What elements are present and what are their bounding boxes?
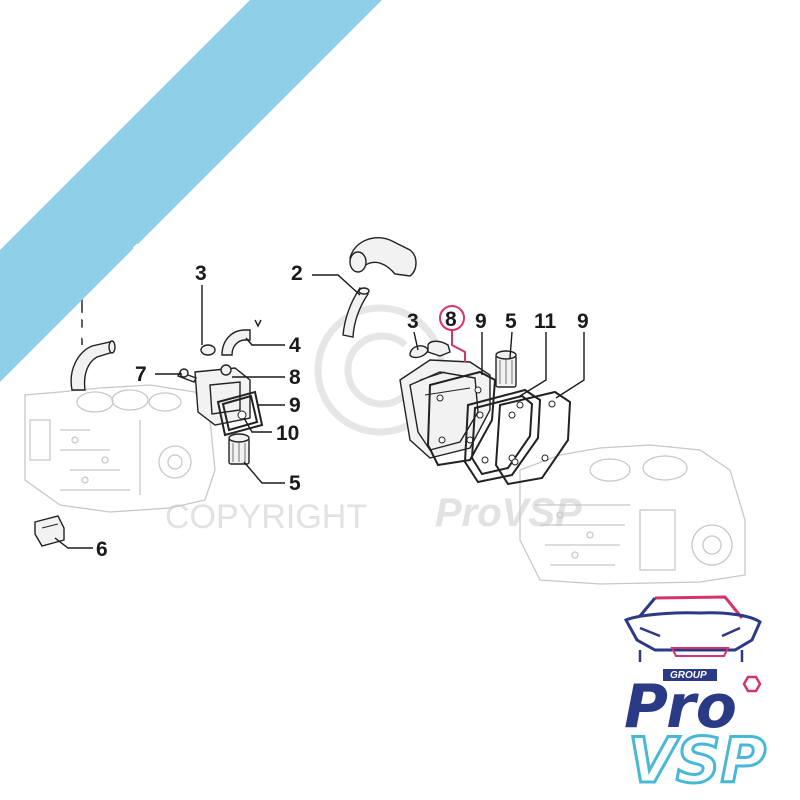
car-icon [623, 595, 762, 662]
filter-part-5-right [495, 350, 517, 388]
oil-separator-right [399, 359, 491, 459]
copyright-brand: ProVSP [435, 491, 582, 535]
hose-part-2 [342, 286, 370, 338]
gasket-part-9-right-b [494, 390, 572, 486]
intake-elbow-part [349, 237, 417, 277]
copyright-text: COPYRIGHT [165, 498, 367, 536]
breather-hose-part-4 [221, 319, 262, 356]
website-banner: pro-piece-vsp.com [0, 0, 382, 382]
callout-4: 4 [289, 334, 301, 357]
callout-9-right-a: 9 [475, 310, 487, 333]
copyright-watermark: COPYRIGHT ProVSP [165, 304, 582, 536]
clip-part-3-right [409, 345, 429, 359]
filter-part-5-left [228, 433, 250, 465]
callout-9-right-b: 9 [577, 310, 589, 333]
hose-part-8-right [427, 340, 451, 357]
hex-bolt-icon [742, 675, 762, 693]
gasket-part-9-left [216, 390, 264, 437]
clip-part-3-left [200, 344, 216, 356]
callout-8-right: 8 [445, 308, 457, 331]
callout-8-left: 8 [289, 366, 301, 389]
callout-5-left: 5 [289, 472, 301, 495]
callout-6: 6 [96, 538, 108, 561]
logo-group-label: GROUP [670, 670, 707, 681]
callout-9-left: 9 [289, 394, 301, 417]
provsp-logo: GROUP Pro VSP [623, 595, 768, 799]
callout-5-right: 5 [505, 310, 517, 333]
callout-2: 2 [291, 262, 303, 285]
bolt-part-7 [177, 368, 197, 383]
hose-part-1 [70, 340, 116, 391]
highlight-ring-8 [439, 305, 465, 331]
engine-block-right [519, 444, 746, 585]
logo-pro-text: Pro [624, 672, 737, 742]
callout-11: 11 [534, 310, 557, 333]
engine-block-left [24, 384, 216, 513]
callout-7: 7 [135, 363, 147, 386]
logo-vsp-text: VSP [628, 724, 766, 797]
callout-3-left: 3 [195, 262, 207, 285]
leader-lines [54, 274, 585, 549]
oil-separator-left [194, 364, 251, 426]
callout-3-right: 3 [407, 310, 419, 333]
callout-10: 10 [276, 422, 299, 445]
callout-labels-right: 3 8 9 5 11 9 [407, 305, 589, 333]
